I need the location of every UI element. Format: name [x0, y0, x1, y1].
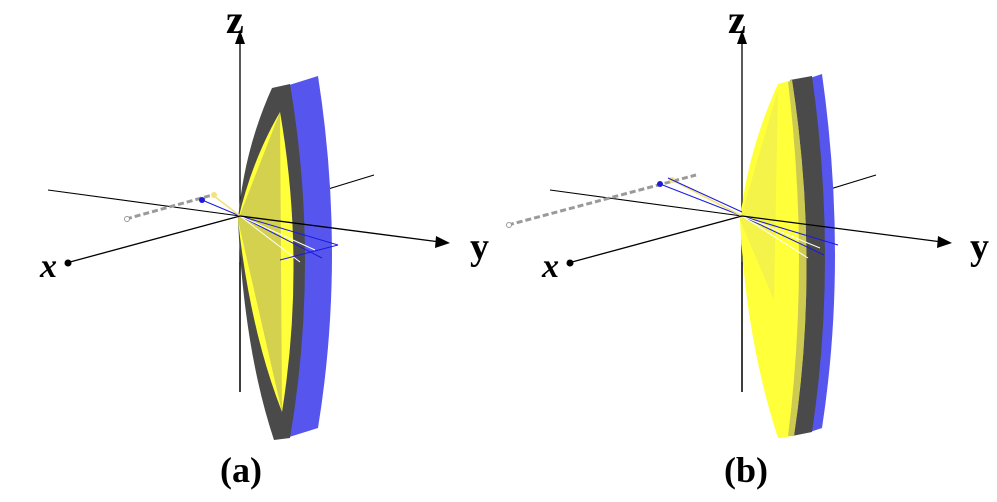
back-horizontal-axis: [549, 189, 743, 217]
feed-end-point: [124, 216, 130, 222]
y-axis: [741, 215, 943, 243]
z-axis-arrowhead: [235, 30, 245, 44]
reflector-rim: [790, 76, 825, 436]
panel-b: z y x (b): [498, 0, 997, 502]
y-axis-arrowhead: [937, 236, 952, 248]
x-axis: [571, 215, 743, 263]
back-horizontal-axis: [47, 189, 241, 217]
z-axis-label: z: [728, 0, 746, 42]
panel-b-diagram: [506, 30, 952, 438]
x-axis: [69, 215, 241, 263]
feed-chain: [124, 192, 217, 222]
reflector-fold-shade: [740, 90, 778, 300]
z-axis-label: z: [226, 0, 244, 42]
y-axis-arrowhead: [435, 236, 450, 248]
y-axis: [239, 215, 441, 243]
x-axis-endpoint: [64, 259, 72, 267]
panel-a-diagram: [47, 30, 450, 440]
y-axis-label: y: [470, 226, 489, 268]
caption-a: (a): [220, 450, 262, 490]
reflector: [740, 74, 835, 438]
feed-blue-point: [199, 197, 205, 203]
reflector: [238, 76, 332, 440]
ray-bundle: [659, 177, 839, 259]
caption-b: (b): [724, 450, 768, 490]
panel-a: z y x (a): [0, 0, 498, 502]
feed-end-point: [506, 222, 512, 228]
ray-bundle: [201, 195, 339, 263]
x-axis-endpoint: [566, 259, 574, 267]
y-axis-label: y: [970, 226, 989, 268]
feed-chain: [506, 173, 697, 228]
feed-yellow-point: [211, 192, 217, 198]
z-axis-arrowhead: [737, 30, 747, 44]
x-axis-label: x: [40, 248, 57, 285]
reflector-shaded-face: [788, 80, 807, 436]
x-axis-label: x: [542, 248, 559, 285]
reflector-shaded-face: [238, 112, 282, 412]
